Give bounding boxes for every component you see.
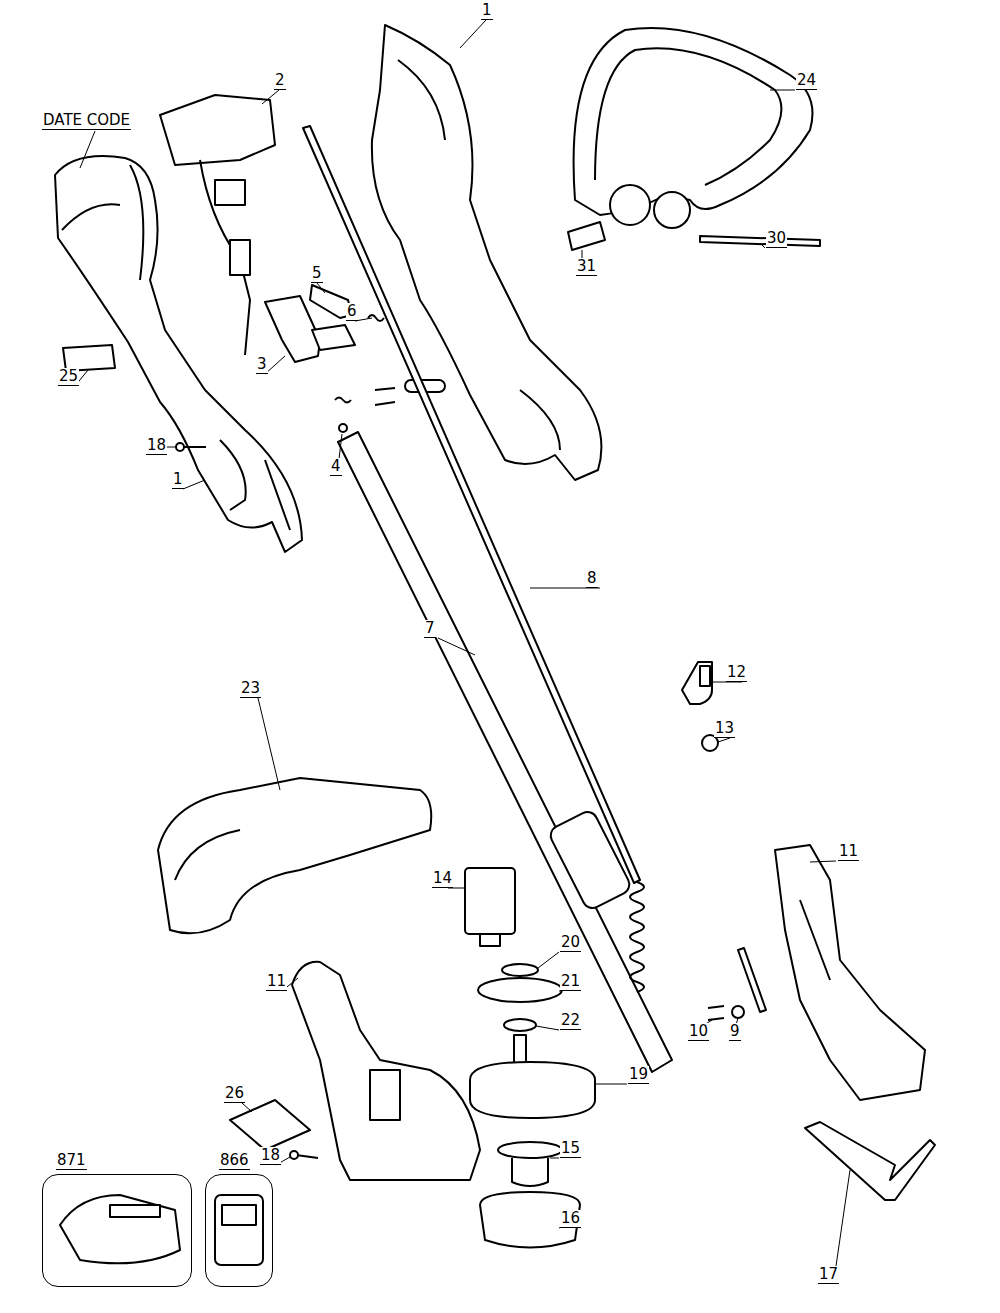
callout-number: 1 — [172, 471, 184, 489]
callout-number: 7 — [424, 620, 436, 638]
callout-number: 866 — [219, 1152, 250, 1170]
callout-number: 26 — [224, 1085, 245, 1103]
callout-number: 9 — [729, 1023, 741, 1041]
callout-number: 17 — [818, 1266, 839, 1284]
callout-number: 18 — [146, 437, 167, 455]
callout-number: 21 — [560, 973, 581, 991]
callout-number: 1 — [481, 2, 493, 20]
kit-item-frame — [42, 1174, 192, 1287]
date-code-label: DATE CODE — [42, 112, 131, 130]
callout-number: 22 — [560, 1012, 581, 1030]
callout-number: 4 — [330, 458, 342, 476]
callout-number: 11 — [838, 843, 859, 861]
callout-number: 10 — [688, 1023, 709, 1041]
kit-item-frame — [205, 1174, 273, 1287]
callout-number: 15 — [560, 1140, 581, 1158]
kit-item-box: 866 — [205, 1150, 273, 1287]
callout-number: 6 — [346, 303, 358, 321]
callout-number: 31 — [576, 258, 597, 276]
callout-number: 5 — [311, 265, 323, 283]
callout-number: 11 — [266, 973, 287, 991]
callout-number: 30 — [766, 230, 787, 248]
kit-item-box: 871 — [42, 1150, 192, 1287]
callout-number: 24 — [796, 72, 817, 90]
callout-number: 18 — [260, 1147, 281, 1165]
callout-number: 871 — [56, 1152, 87, 1170]
callout-number: 20 — [560, 934, 581, 952]
callout-number: 19 — [628, 1066, 649, 1084]
callout-number: 23 — [240, 680, 261, 698]
callout-number: 3 — [256, 356, 268, 374]
callout-number: 16 — [560, 1210, 581, 1228]
callout-number: 25 — [58, 368, 79, 386]
callout-number: 8 — [586, 570, 598, 588]
callout-number: 12 — [726, 664, 747, 682]
callout-number: 2 — [274, 72, 286, 90]
callout-number: 14 — [432, 870, 453, 888]
callout-number: 13 — [714, 720, 735, 738]
